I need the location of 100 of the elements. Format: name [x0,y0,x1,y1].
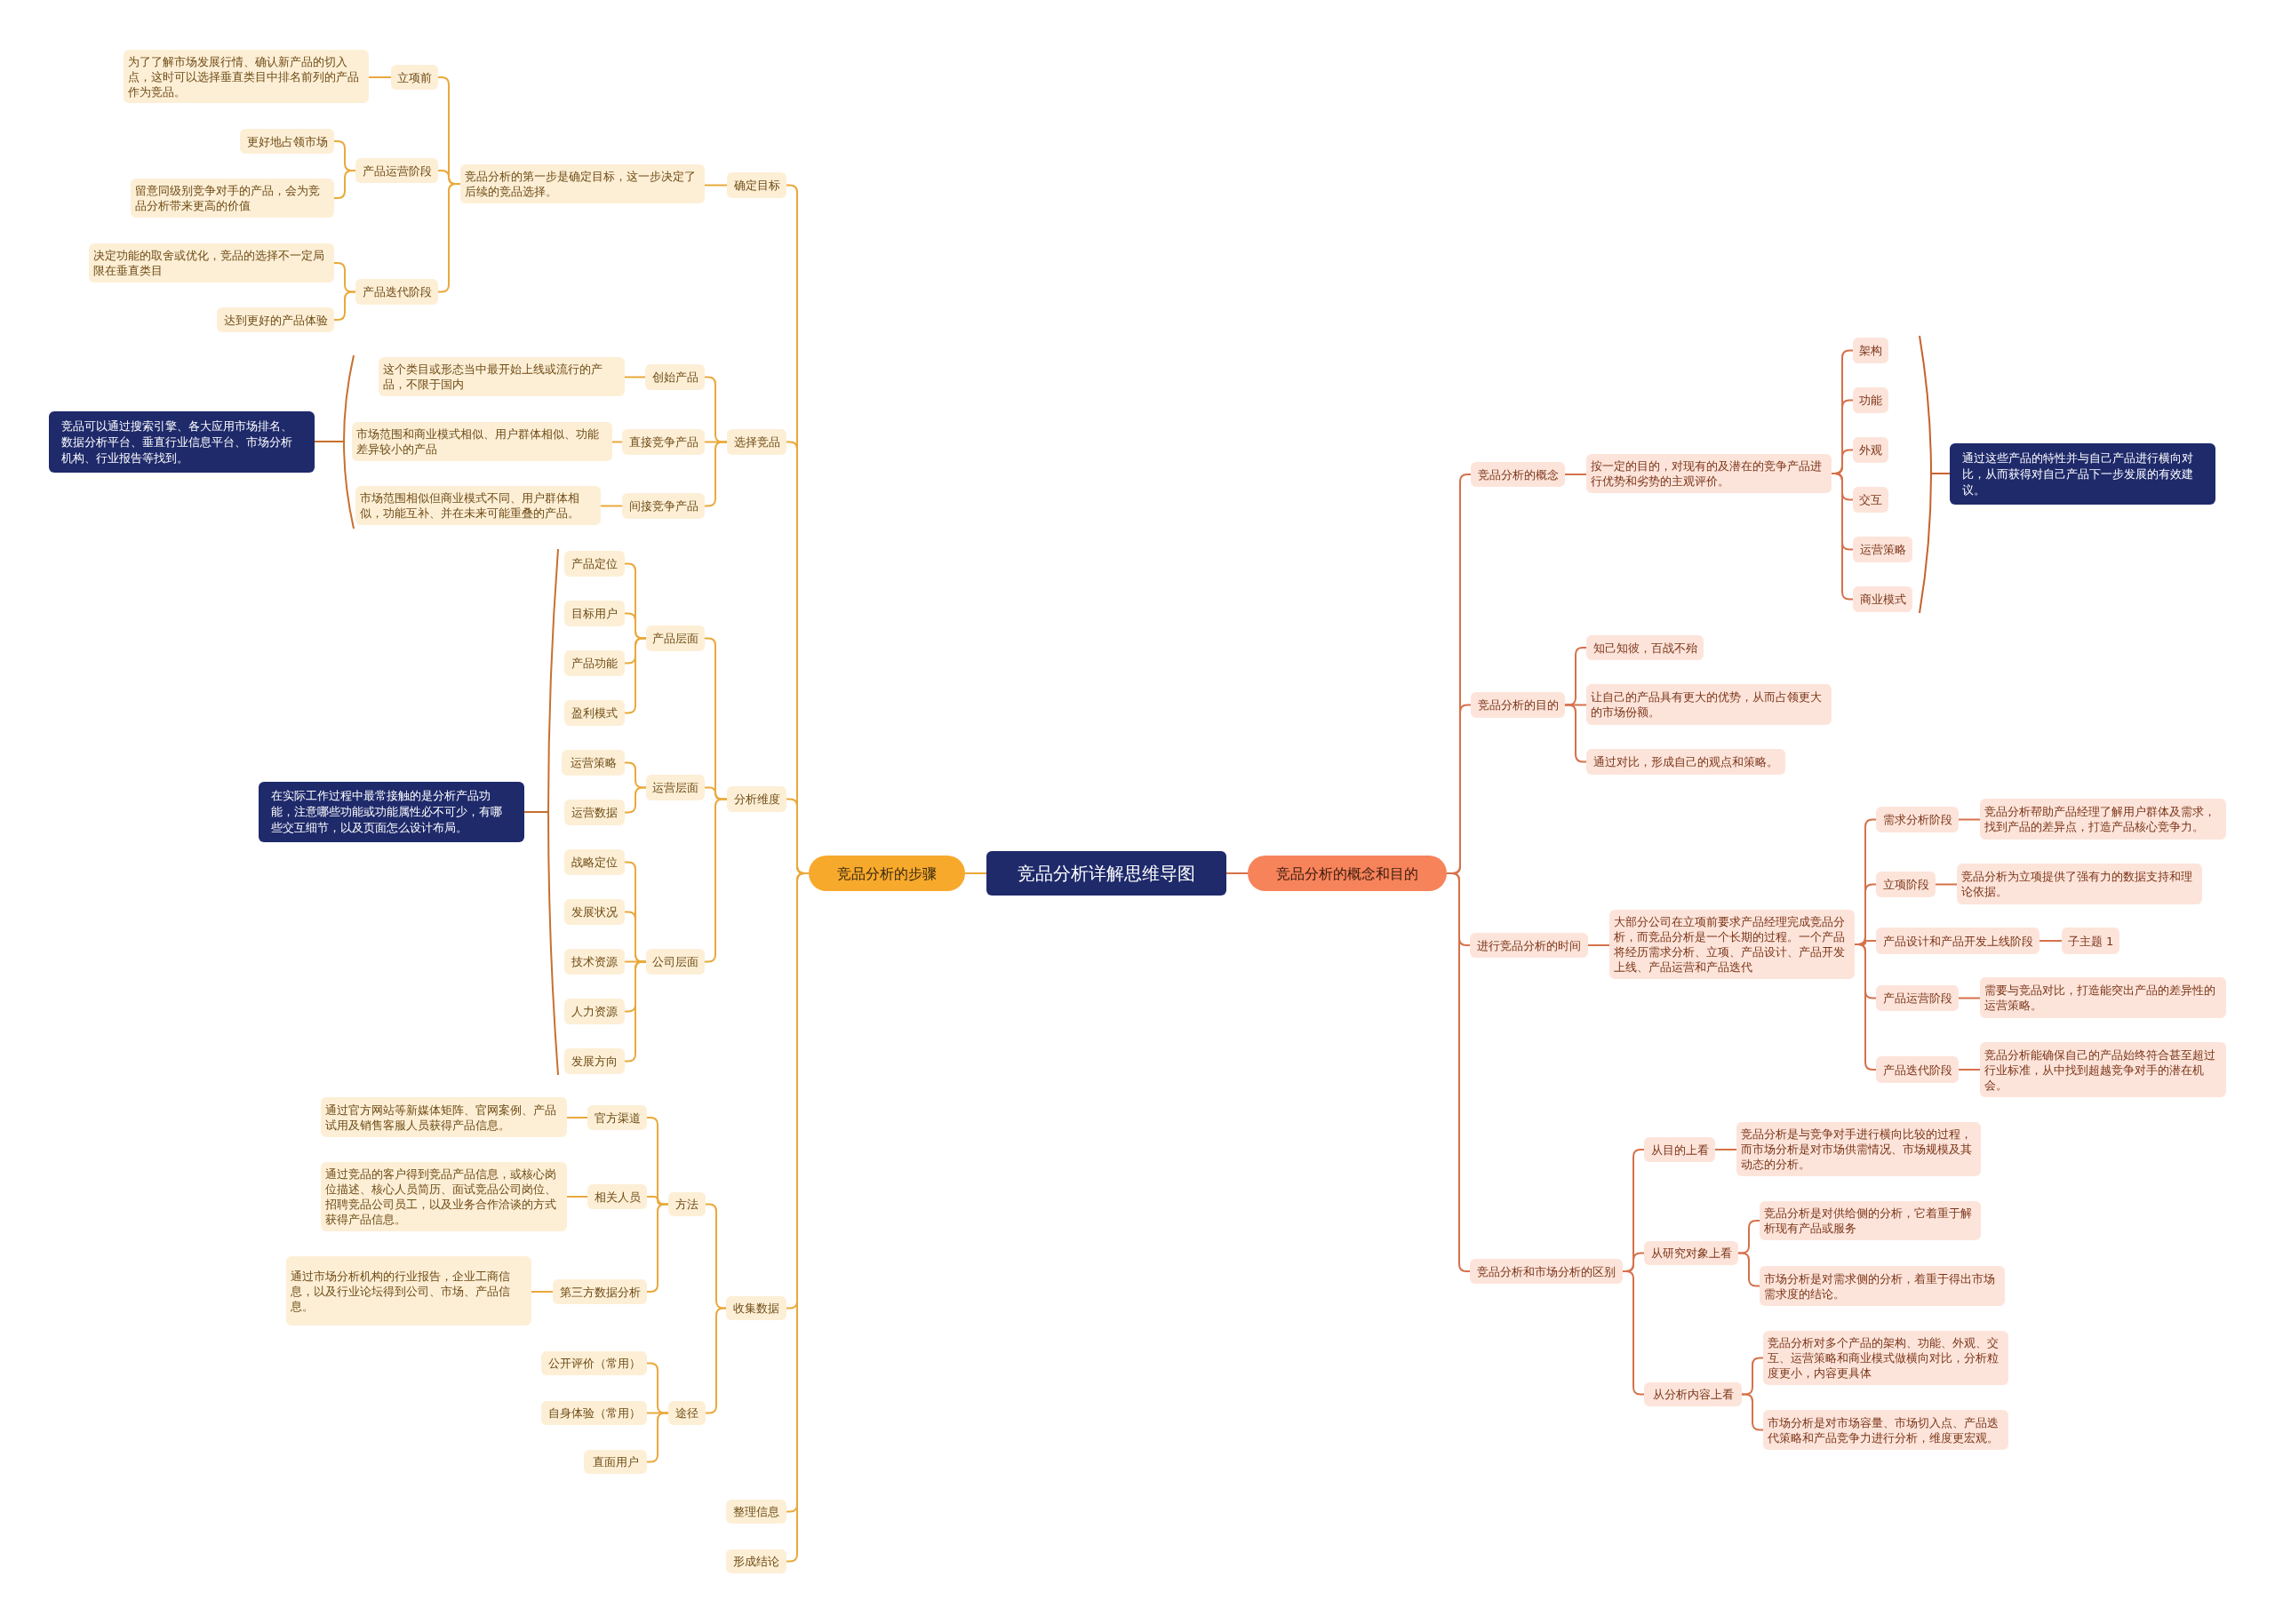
connector-line [624,786,647,814]
topic-box: 战略定位 [564,849,625,875]
topic-box: 方法 [668,1192,706,1216]
connector-line [964,872,987,874]
connector-line [1587,944,1610,946]
connector-line [566,1196,588,1198]
topic-box: 市场分析是对需求侧的分析，着重于得出市场需求度的结论。 [1760,1266,2005,1306]
topic-box: 运营数据 [564,800,625,825]
topic-box: 商业模式 [1853,586,1912,612]
topic-box: 立项前 [391,65,438,90]
topic-box: 需求分析阶段 [1876,807,1959,832]
topic-box: 人力资源 [564,999,625,1024]
summary-note: 在实际工作过程中最常接触的是分析产品功能，注意哪些功能或功能属性必不可少，有哪些交互细节，以及页面怎么设计布局。 [259,782,524,842]
topic-box: 留意同级别竞争对手的产品，会为竞品分析带来更高的价值 [131,179,334,218]
topic-box: 产品运营阶段 [355,158,438,183]
connector-line [624,960,647,1063]
topic-box: 通过官方网站等新媒体矩阵、官网案例、产品试用及销售客服人员获得产品信息。 [321,1097,567,1137]
connector-line [1958,997,1981,999]
topic-box: 为了了解市场发展行情、确认新产品的切入点，这时可以选择垂直类目中排名前列的产品作为竞品。 [124,50,369,103]
topic-box: 竞品分析是与竞争对手进行横向比较的过程，而市场分析是对市场供需情况、市场规模及其动态的分析。 [1736,1122,1981,1176]
connector-line [368,76,392,78]
connector-line [624,376,646,378]
connector-line [437,183,461,293]
connector-line [531,1291,554,1293]
topic-box: 途径 [668,1401,706,1425]
topic-box: 直面用户 [584,1450,647,1474]
connector-line [566,1117,588,1118]
topic-box: 从目的上看 [1644,1137,1715,1162]
topic-box: 产品设计和产品开发上线阶段 [1876,927,2040,954]
connector-line [333,291,356,321]
topic-box: 竞品分析的概念 [1471,462,1565,487]
topic-box: 运营策略 [562,750,625,776]
connector-line [1737,1252,1760,1287]
topic-box: 从研究对象上看 [1644,1241,1738,1265]
topic-box: 市场分析是对市场容量、市场切入点、产品迭代策略和产品竞争力进行分析，维度更宏观。 [1763,1410,2008,1450]
topic-box: 产品迭代阶段 [1876,1056,1959,1083]
topic-box: 分析维度 [727,786,786,812]
topic-box: 竞品分析的第一步是确定目标，这一步决定了后续的竞品选择。 [460,164,705,203]
connector-line [1714,1149,1737,1150]
topic-box: 知己知彼，百战不殆 [1586,635,1704,660]
topic-box: 产品运营阶段 [1876,985,1959,1011]
topic-box: 竞品分析是对供给侧的分析，它着重于解析现有产品或服务 [1760,1201,1981,1240]
connector-line [2039,940,2063,942]
topic-box: 运营层面 [646,775,705,800]
topic-box: 间接竞争产品 [622,493,705,519]
topic-box: 功能 [1853,387,1888,413]
topic-box: 市场范围和商业模式相似、用户群体相似、功能差异较小的产品 [352,422,612,461]
topic-box: 确定目标 [727,172,786,198]
topic-box: 决定功能的取舍或优化，竞品的选择不一定局限在垂直类目 [89,243,334,283]
connector-line [704,798,728,963]
topic-box: 达到更好的产品体验 [217,307,334,332]
topic-box: 大部分公司在立项前要求产品经理完成竞品分析，而竞品分析是一个长期的过程。一个产品将经历需求分析、立项、产品设计、产品开发上线、产品运营和产品迭代 [1609,910,1855,979]
connector-line [611,441,623,443]
topic-box: 从分析内容上看 [1644,1382,1742,1406]
topic-box: 立项阶段 [1876,872,1936,897]
topic-box: 更好地占领市场 [240,129,334,154]
topic-box: 第三方数据分析 [553,1279,647,1304]
connector-line [704,184,728,187]
main-branch-topic: 竞品分析的概念和目的 [1248,856,1447,891]
connector-line [1225,872,1249,874]
topic-box: 产品层面 [646,625,705,651]
topic-box: 竞品分析帮助产品经理了解用户群体及需求，找到产品的差异点，打造产品核心竞争力。 [1980,799,2226,840]
topic-box: 交互 [1853,487,1888,513]
connector-line [1564,474,1587,475]
topic-box: 竞品分析对多个产品的架构、功能、外观、交互、运营策略和商业模式做横向对比，分析粒度更小，内容更具体 [1763,1331,2008,1385]
topic-box: 产品定位 [564,551,625,577]
topic-box: 竞品分析为立项提供了强有力的数据支持和理论依据。 [1957,864,2202,904]
topic-box: 外观 [1853,437,1888,463]
topic-box: 产品功能 [564,650,625,676]
topic-box: 通过市场分析机构的行业报告，企业工商信息，以及行业论坛得到公司、市场、产品信息。 [286,1256,531,1325]
topic-box: 选择竞品 [727,429,786,455]
topic-box: 发展状况 [564,899,625,925]
topic-box: 这个类目或形态当中最开始上线或流行的产品，不限于国内 [379,357,625,396]
topic-box: 子主题 1 [2062,927,2119,954]
topic-box: 需要与竞品对比，打造能突出产品的差异性的运营策略。 [1980,977,2226,1018]
connector-line [646,1203,669,1293]
topic-box: 按一定的目的，对现有的及潜在的竞争产品进行优势和劣势的主观评价。 [1586,454,1832,493]
topic-box: 竞品分析的目的 [1471,692,1565,718]
topic-box: 架构 [1853,338,1888,363]
topic-box: 公司层面 [646,949,705,975]
topic-box: 公开评价（常用） [541,1351,647,1375]
topic-box: 技术资源 [564,949,625,975]
topic-box: 通过对比，形成自己的观点和策略。 [1586,749,1785,775]
topic-box: 整理信息 [726,1500,786,1524]
connector-line [1564,704,1587,763]
topic-box: 形成结论 [726,1549,786,1573]
connector-line [1958,818,1981,821]
topic-box: 收集数据 [726,1296,786,1320]
topic-box: 创始产品 [645,364,705,390]
topic-box: 市场范围相似但商业模式不同、用户群体相似，功能互补、并在未来可能重叠的产品。 [355,486,601,525]
topic-box: 让自己的产品具有更大的优势，从而占领更大的市场份额。 [1586,684,1832,725]
topic-box: 自身体验（常用） [541,1401,647,1425]
connector-line [600,505,623,507]
topic-box: 盈利模式 [564,700,625,726]
topic-box: 直接竞争产品 [622,429,705,455]
topic-box: 竞品分析能确保自己的产品始终符合甚至超过行业标准，从中找到超越竞争对手的潜在机会。 [1980,1042,2226,1097]
topic-box: 相关人员 [587,1184,647,1209]
topic-box: 通过竞品的客户得到竞品产品信息，或核心岗位描述、核心人员简历、面试竞品公司岗位、招聘竞品公司员工，以及业务合作洽谈的方式获得产品信息。 [321,1162,567,1231]
connector-line [1935,883,1958,886]
connector-line [1958,1069,1981,1071]
